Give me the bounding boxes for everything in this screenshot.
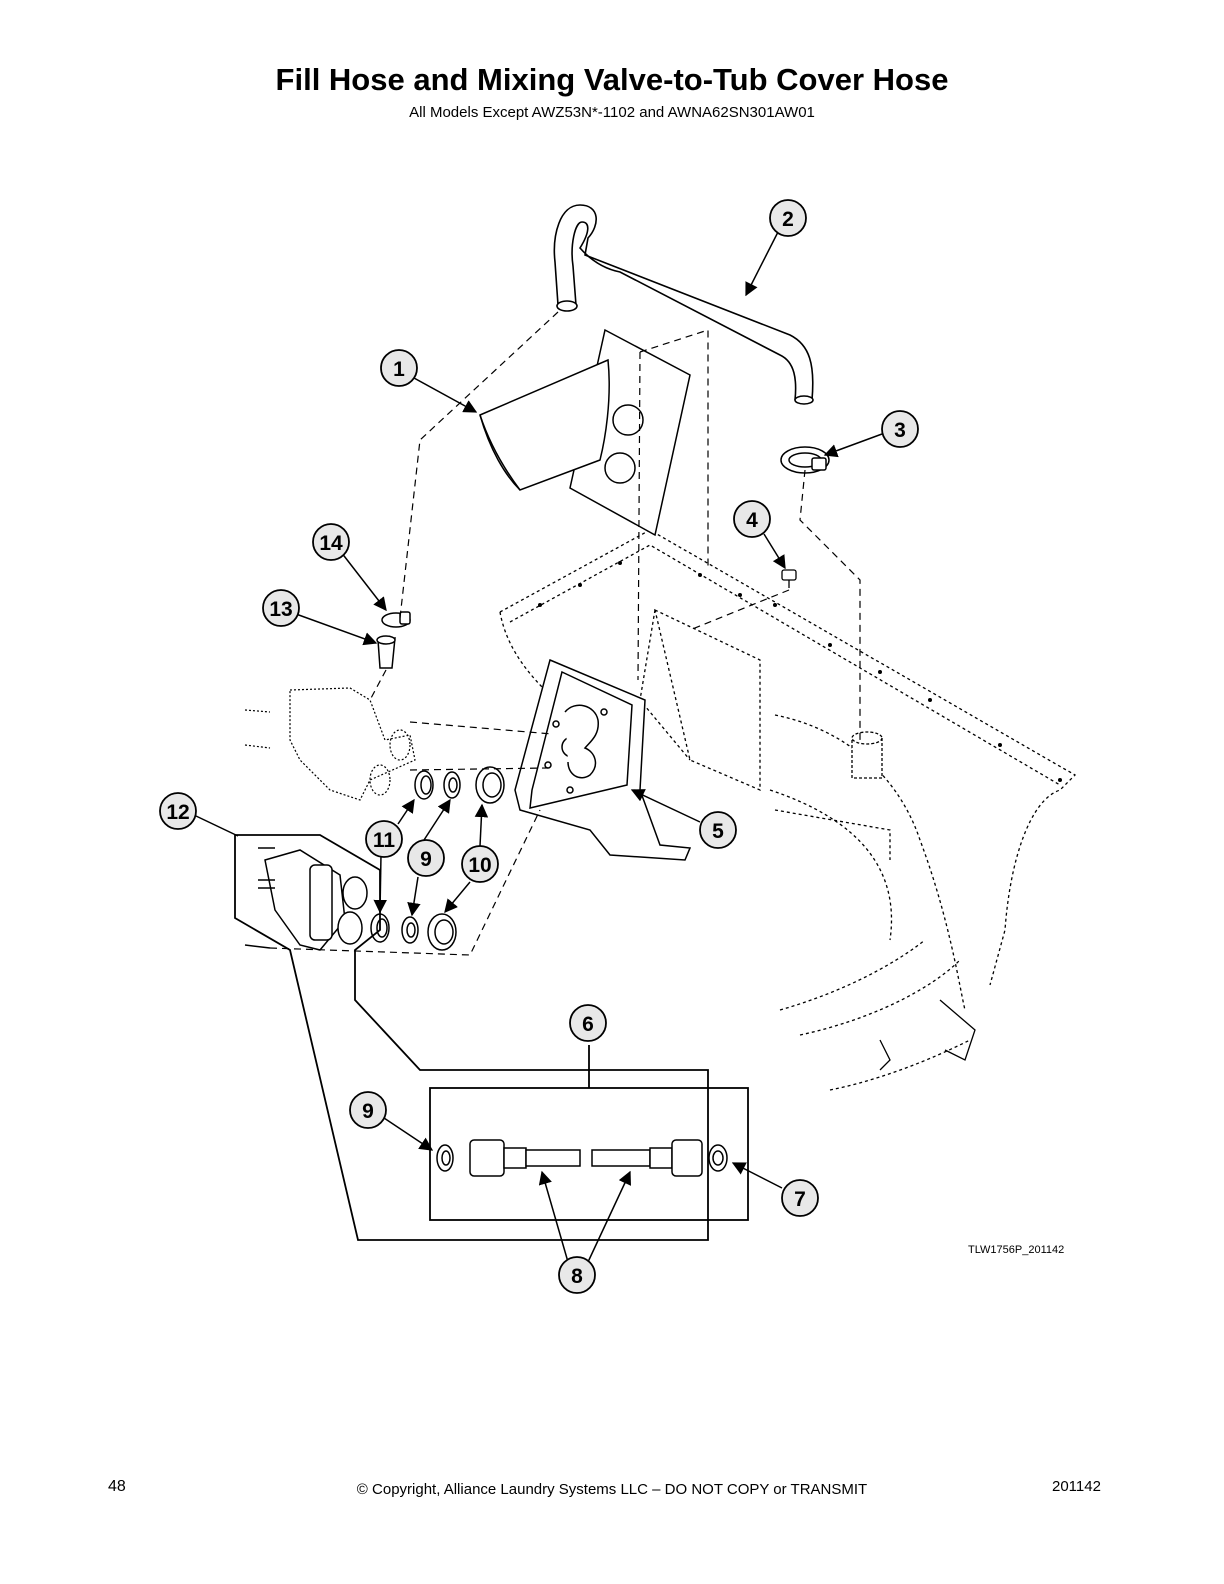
callout-6-number: 6 [582,1013,594,1036]
screw [781,569,797,588]
drawing-id: TLW1756P_201142 [968,1244,1065,1256]
callout-8-number: 8 [571,1265,583,1288]
callout-6: 6 [569,1004,607,1042]
copyright-notice: © Copyright, Alliance Laundry Systems LL… [356,1481,868,1498]
callout-12: 12 [159,792,197,830]
page-number: 48 [108,1478,126,1495]
callout-10: 10 [461,845,499,883]
callout-9-lower: 9 [349,1091,387,1129]
callout-7: 7 [781,1179,819,1217]
tub-cover-holes [538,561,1062,782]
small-clamp [381,611,411,628]
assembly-lines [269,311,861,956]
tub-lower-structure [879,999,976,1071]
upper-washers [414,766,505,804]
document-number: 201142 [1052,1478,1101,1495]
callout-14-number: 14 [319,532,343,555]
fill-hose [553,204,814,405]
callout-9-upper-number: 9 [420,848,432,871]
callout-12-number: 12 [166,801,189,824]
mixing-valve [244,847,368,951]
page-title: Fill Hose and Mixing Valve-to-Tub Cover … [275,62,949,97]
callout-3: 3 [881,410,919,448]
callout-leaders [195,231,883,1263]
mixing-valve-mounted [244,687,416,801]
mixing-bracket-funnel [479,328,691,537]
callout-3-number: 3 [894,419,906,442]
callout-2-number: 2 [782,208,794,231]
callout-1: 1 [380,349,418,387]
tub-cover-outline [499,529,1077,1091]
callout-13-number: 13 [269,598,292,621]
callout-10-number: 10 [468,854,491,877]
valve-nozzle [376,635,396,669]
callout-5-number: 5 [712,820,724,843]
callout-5: 5 [699,811,737,849]
callout-1-number: 1 [393,358,405,381]
valve-bracket [514,658,692,861]
hose-clamp [780,446,830,474]
callout-11: 11 [365,820,403,858]
callout-4-number: 4 [746,509,758,532]
lower-washers [370,913,457,951]
callout-8: 8 [558,1256,596,1294]
page-subtitle: All Models Except AWZ53N*-1102 and AWNA6… [409,104,815,121]
callout-11-number: 11 [373,829,396,852]
callout-7-number: 7 [794,1188,806,1211]
inlet-hose [436,1139,728,1177]
callout-9-upper: 9 [407,839,445,877]
callout-14: 14 [312,523,350,561]
fill-hose-kit-box [429,1045,749,1221]
callout-2: 2 [769,199,807,237]
callout-13: 13 [262,589,300,627]
tub-spout [851,731,883,779]
callout-9-lower-number: 9 [362,1100,374,1123]
callout-4: 4 [733,500,771,538]
